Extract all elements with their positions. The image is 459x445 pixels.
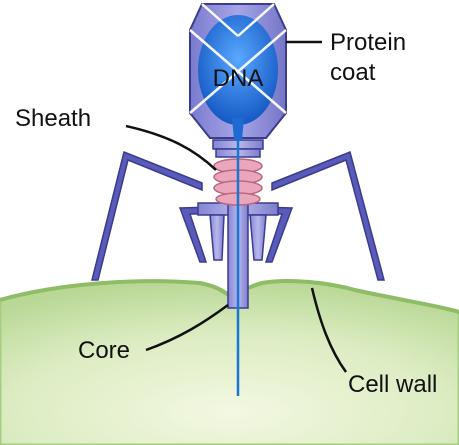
- dna-label: DNA: [213, 65, 264, 92]
- protein-coat-label-line1: Protein: [330, 29, 406, 56]
- base-plate-spike-left: [210, 215, 224, 260]
- base-plate-spike-right: [250, 215, 266, 260]
- protein-coat-label-line2: coat: [330, 59, 376, 86]
- capsid-head: DNA: [190, 4, 286, 140]
- cell-wall-label: Cell wall: [348, 371, 437, 398]
- dna-neck: [232, 118, 244, 140]
- sheath-label: Sheath: [15, 105, 91, 132]
- core-label: Core: [78, 337, 130, 364]
